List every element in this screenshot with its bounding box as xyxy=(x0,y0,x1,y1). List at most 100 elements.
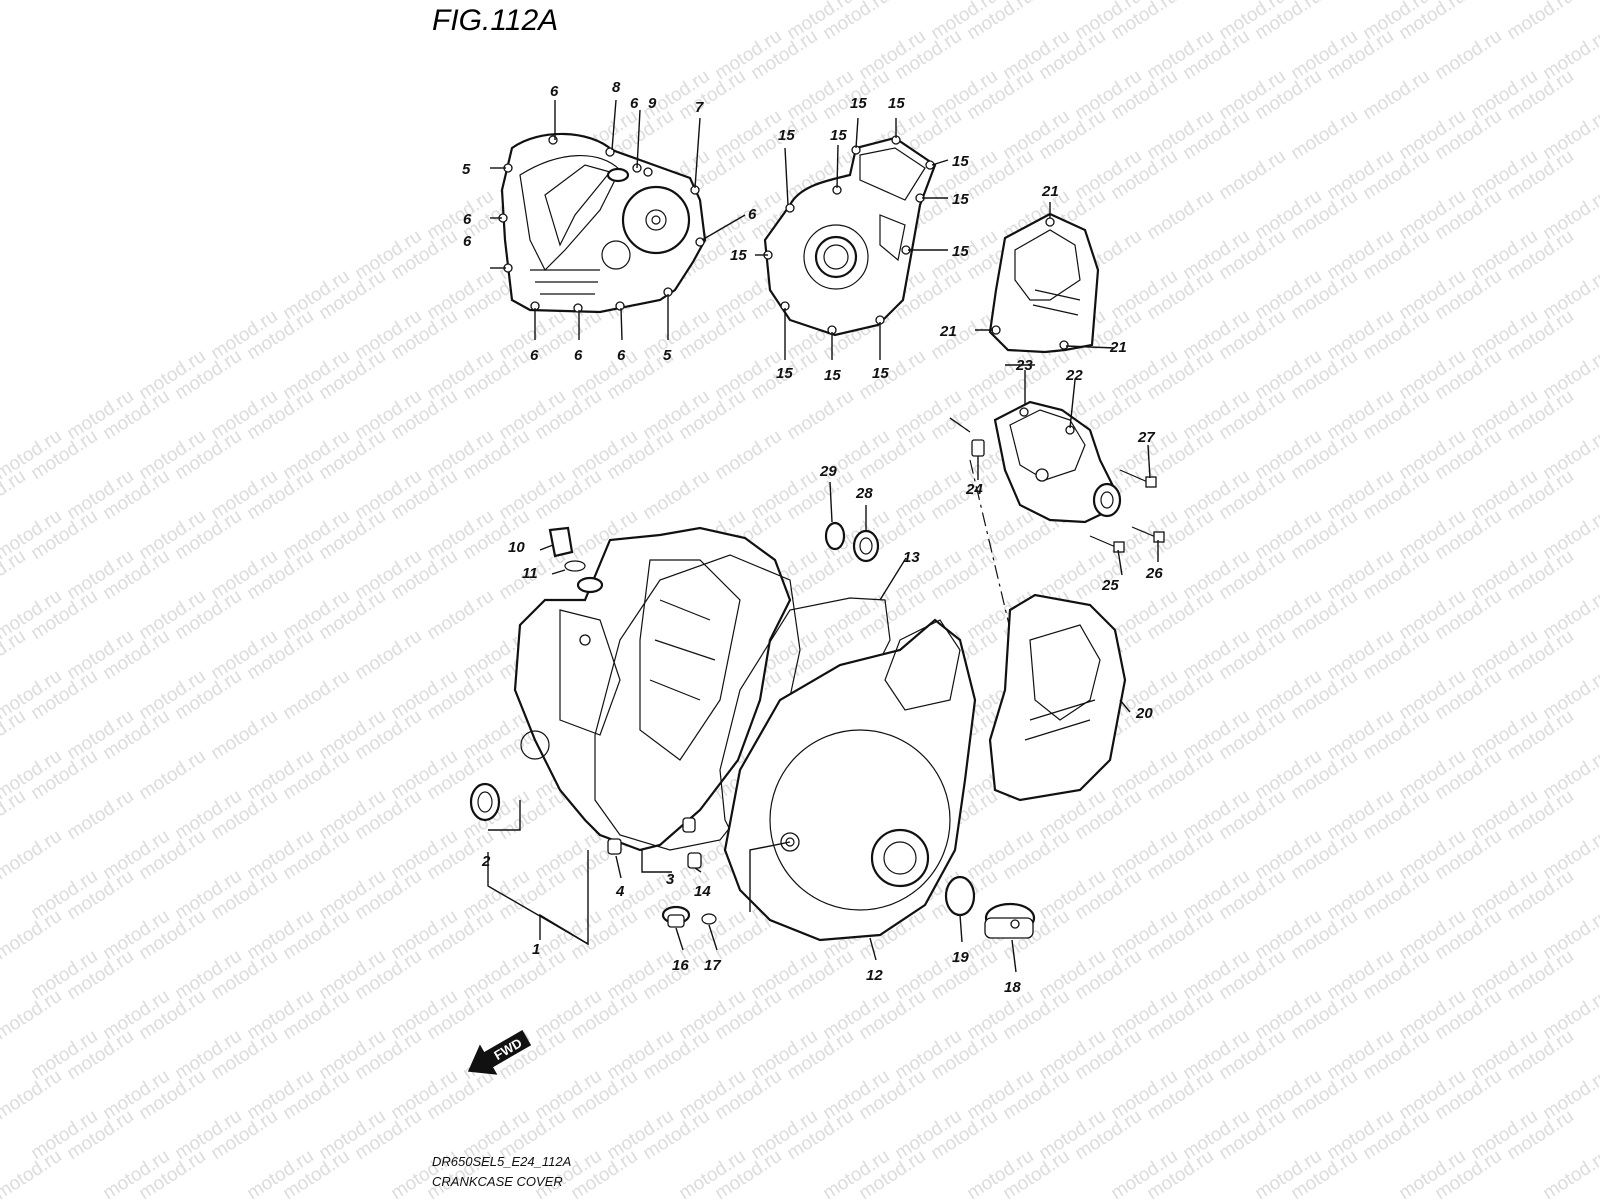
seal-bearing-drawing xyxy=(824,521,880,563)
watermark-text: motod.ru xyxy=(1323,0,1397,4)
callout-15: 15 xyxy=(888,95,905,112)
callout-15: 15 xyxy=(952,243,969,260)
callout-15: 15 xyxy=(824,367,841,384)
crankcase-drawing xyxy=(513,526,792,852)
callout-21: 21 xyxy=(1041,183,1059,200)
callout-11: 11 xyxy=(522,565,538,582)
callout-9: 9 xyxy=(648,95,657,112)
callout-1: 1 xyxy=(532,941,540,958)
callout-8: 8 xyxy=(612,79,621,96)
callout-6: 6 xyxy=(463,233,472,250)
watermark-text: motod.ru xyxy=(1431,26,1505,84)
callout-29: 29 xyxy=(819,463,837,480)
callout-15: 15 xyxy=(730,247,747,264)
watermark-text: motod.ru xyxy=(855,346,929,404)
diagram-caption: CRANKCASE COVER xyxy=(432,1174,563,1189)
sprocket-cover-drawing xyxy=(988,212,1100,354)
forward-direction-arrow: FWD xyxy=(467,1030,532,1075)
callout-5: 5 xyxy=(663,347,672,364)
callout-21: 21 xyxy=(1109,339,1127,356)
watermark-text: motod.ru xyxy=(891,0,965,4)
callout-15: 15 xyxy=(872,365,889,382)
watermark-text: motod.ru xyxy=(0,466,30,524)
callout-23: 23 xyxy=(1015,357,1033,374)
watermark-text: motod.ru xyxy=(783,386,857,444)
callout-7: 7 xyxy=(695,99,704,116)
dowels-drawing xyxy=(607,817,702,869)
watermark-text: motod.ru xyxy=(1035,0,1109,4)
callout-6: 6 xyxy=(550,83,559,100)
callout-24: 24 xyxy=(965,481,983,498)
side-guard-drawing xyxy=(988,593,1127,802)
callout-10: 10 xyxy=(508,539,525,556)
watermark-text: motod.ru xyxy=(639,466,713,524)
bolts-drawing xyxy=(1089,469,1165,553)
pump-cover-drawing xyxy=(971,400,1122,524)
drain-plug-drawing xyxy=(661,905,717,928)
callout-6: 6 xyxy=(463,211,472,228)
watermark-text: motod.ru xyxy=(63,786,137,844)
oil-seal-drawing xyxy=(469,782,501,822)
callout-4: 4 xyxy=(615,883,625,900)
callout-20: 20 xyxy=(1135,705,1153,722)
watermark-text: motod.ru xyxy=(927,306,1001,364)
callout-6: 6 xyxy=(574,347,583,364)
watermark-text: motod.ru xyxy=(711,426,785,484)
watermark-text: motod.ru xyxy=(279,666,353,724)
watermark-text: motod.ru xyxy=(351,626,425,684)
callout-6: 6 xyxy=(530,347,539,364)
callout-15: 15 xyxy=(776,365,793,382)
callout-28: 28 xyxy=(855,485,873,502)
callout-27: 27 xyxy=(1137,429,1155,446)
callout-6: 6 xyxy=(617,347,626,364)
callout-15: 15 xyxy=(830,127,847,144)
watermark-text: motod.ru xyxy=(0,546,30,604)
callout-25: 25 xyxy=(1101,577,1119,594)
watermark-text: motod.ru xyxy=(423,586,497,644)
callout-6: 6 xyxy=(748,206,757,223)
watermark-text: motod.ru xyxy=(1503,0,1577,44)
callout-21: 21 xyxy=(939,323,957,340)
callout-6: 6 xyxy=(630,95,639,112)
guide-lines xyxy=(949,417,1016,651)
watermark-text: motod.ru xyxy=(207,706,281,764)
generator-cover-drawing xyxy=(763,135,937,337)
watermark-text: motod.ru xyxy=(0,786,30,844)
callout-18: 18 xyxy=(1004,979,1021,996)
callout-15: 15 xyxy=(850,95,867,112)
watermark-text: motod.ru xyxy=(1179,0,1253,4)
callout-labels: 6 8 6 9 7 5 6 6 6 6 6 6 5 15 15 15 15 15… xyxy=(462,79,1163,996)
watermark-text: motod.ru xyxy=(1467,0,1541,4)
crankcase-cover-drawing xyxy=(723,618,977,942)
watermark-text: motod.ru xyxy=(1215,146,1289,204)
watermark-text: motod.ru xyxy=(1287,106,1361,164)
watermark-text: motod.ru xyxy=(1359,66,1433,124)
callout-13: 13 xyxy=(903,549,920,566)
callout-3: 3 xyxy=(666,871,675,888)
watermark-text: motod.ru xyxy=(0,706,30,764)
filler-cap-drawing xyxy=(548,526,586,572)
figure-title: FIG.112A xyxy=(432,4,558,37)
callout-26: 26 xyxy=(1145,565,1163,582)
callout-15: 15 xyxy=(952,153,969,170)
callout-17: 17 xyxy=(704,957,721,974)
callout-14: 14 xyxy=(694,883,711,900)
callout-5: 5 xyxy=(462,161,471,178)
watermark-text: motod.ru xyxy=(1539,1146,1600,1200)
watermark-text: motod.ru xyxy=(0,826,66,884)
diagram-code: DR650SEL5_E24_112A xyxy=(432,1154,571,1169)
callout-22: 22 xyxy=(1065,367,1083,384)
callout-15: 15 xyxy=(952,191,969,208)
callout-16: 16 xyxy=(672,957,689,974)
callout-12: 12 xyxy=(866,967,883,984)
watermark-text: motod.ru xyxy=(0,626,30,684)
callout-19: 19 xyxy=(952,949,969,966)
callout-15: 15 xyxy=(778,127,795,144)
callout-2: 2 xyxy=(481,853,491,870)
watermark-text: motod.ru xyxy=(135,746,209,804)
leader-lines xyxy=(487,99,1159,973)
clutch-cover-drawing xyxy=(498,132,707,314)
